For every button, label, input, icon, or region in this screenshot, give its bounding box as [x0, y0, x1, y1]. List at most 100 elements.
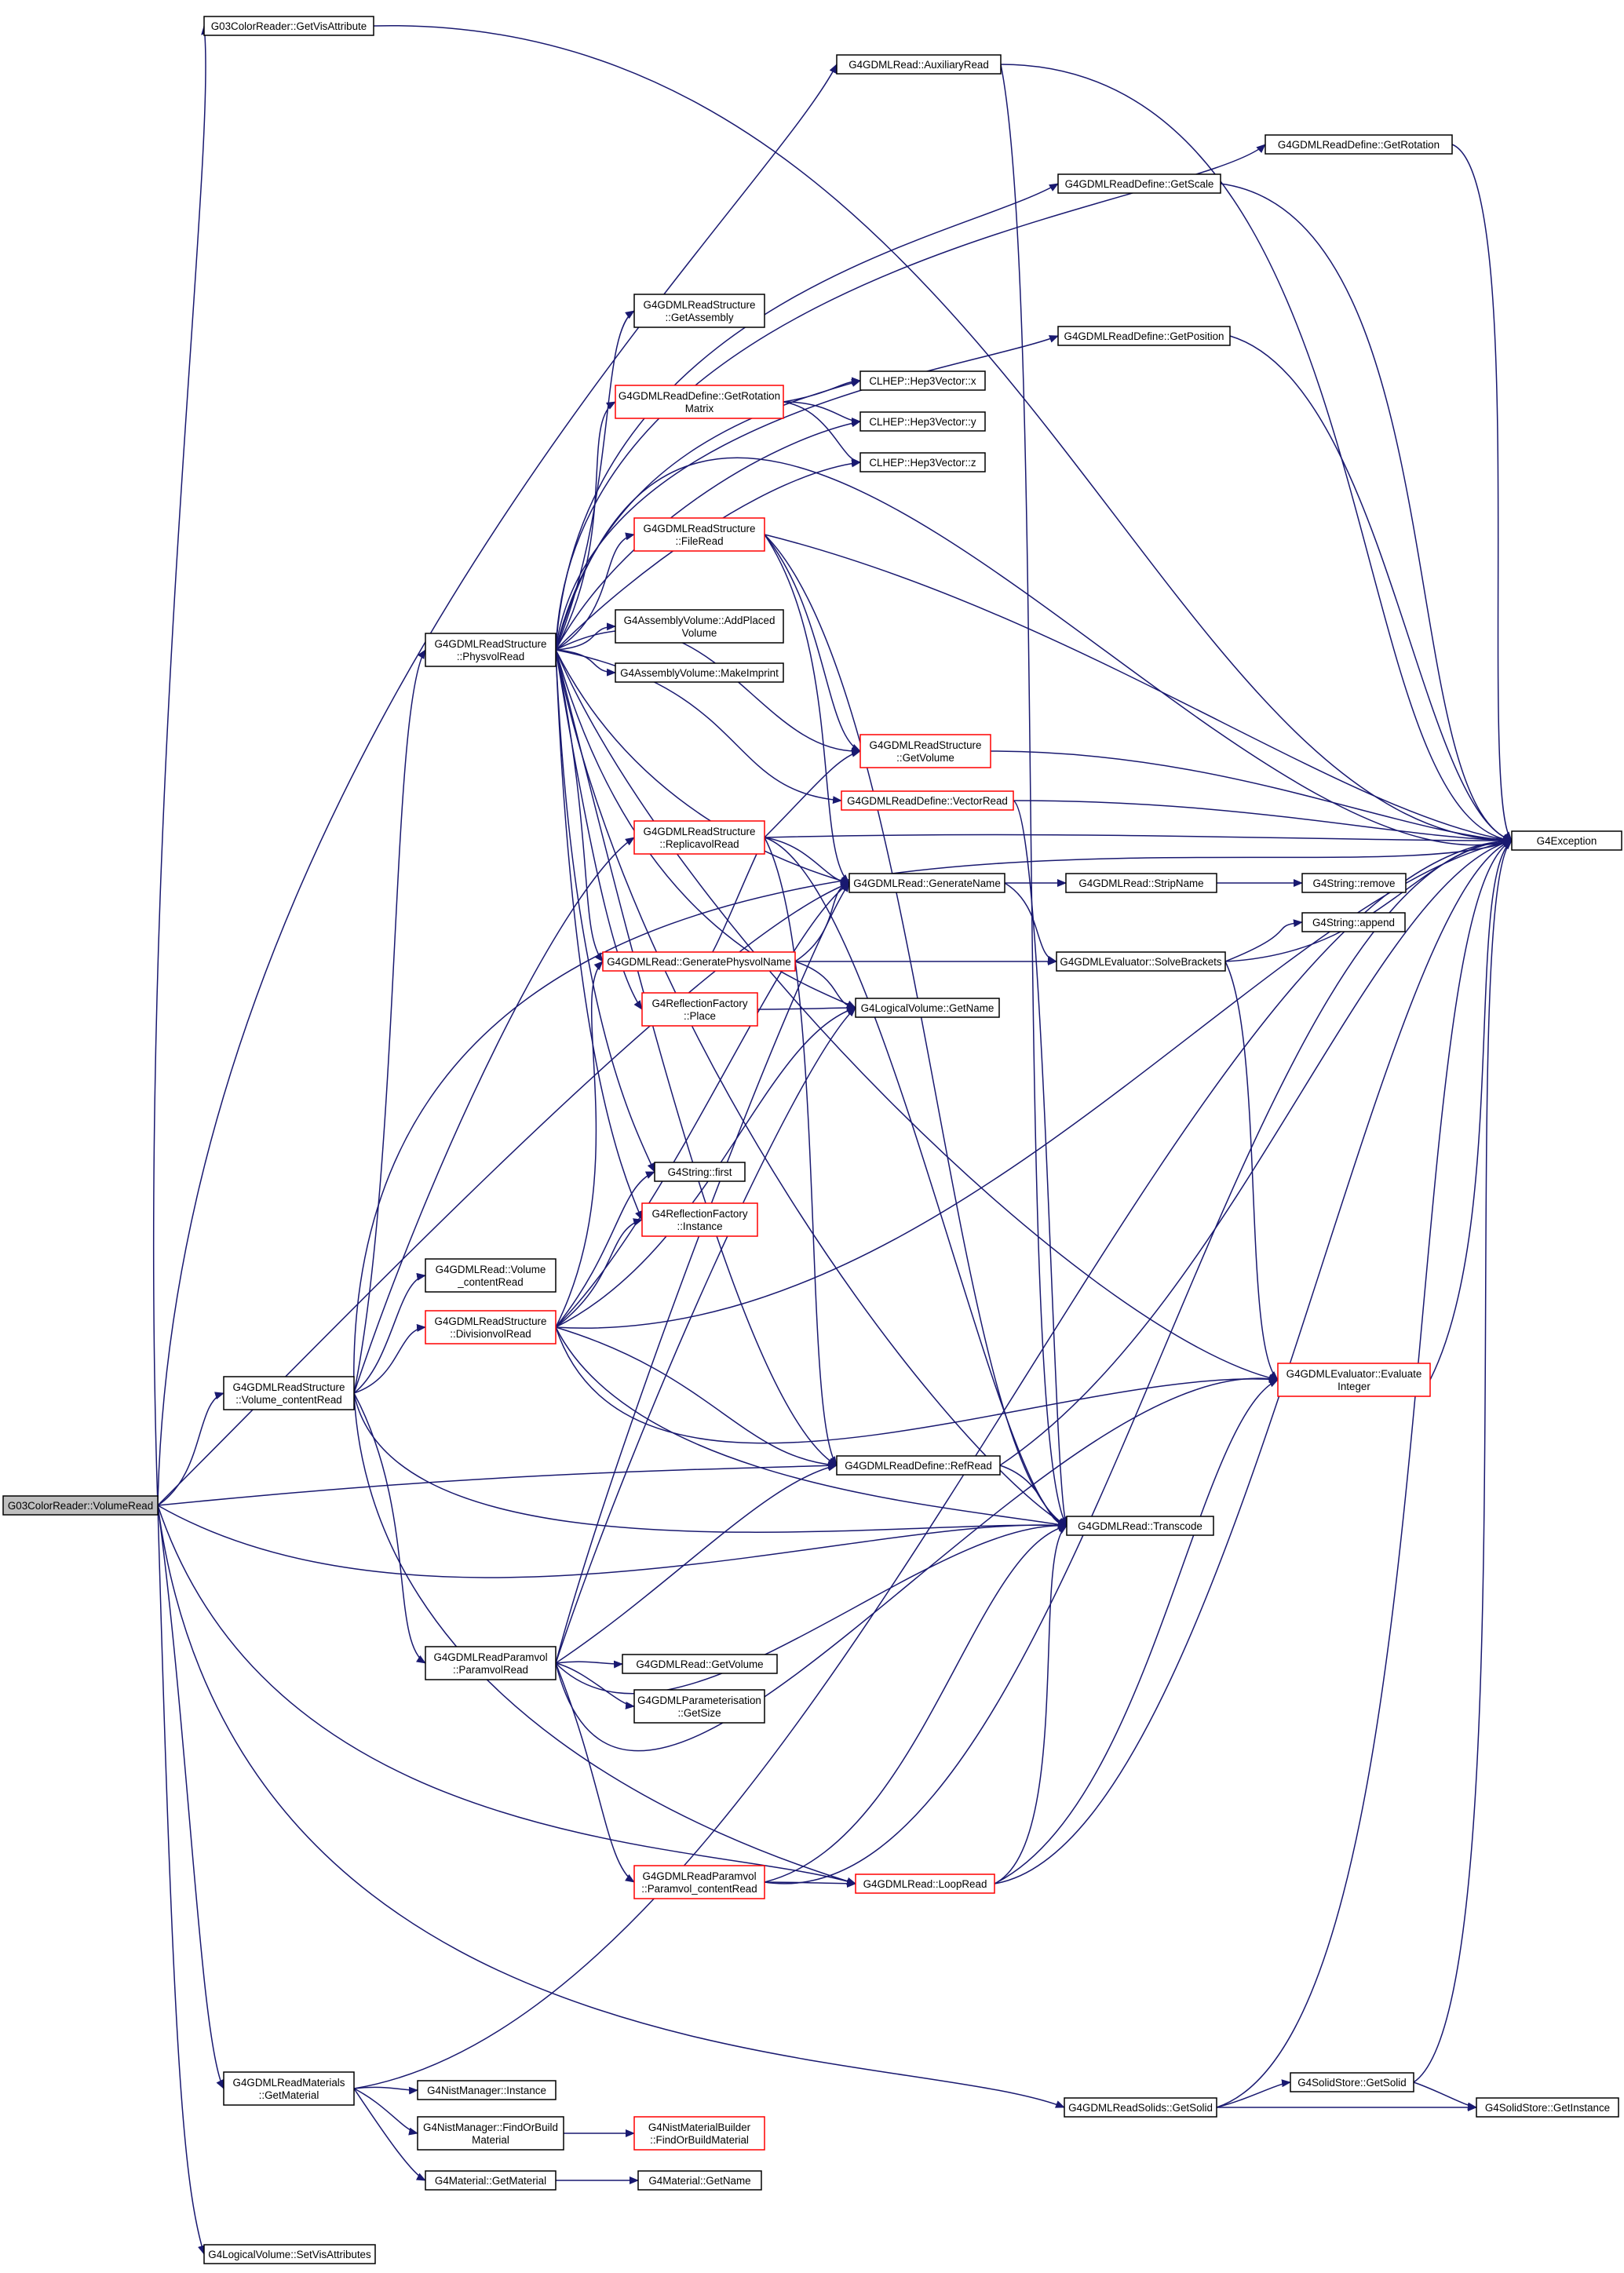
call-edge: [157, 1505, 1067, 1578]
call-edge: [1000, 64, 1067, 1527]
call-edge: [555, 1006, 856, 1328]
node-box: [425, 1258, 557, 1293]
node-reflinstance[interactable]: G4ReflectionFactory::Instance: [641, 1202, 758, 1237]
node-stripname[interactable]: G4GDMLRead::StripName: [1065, 873, 1217, 893]
node-box: [1290, 2072, 1414, 2092]
node-genname[interactable]: G4GDMLRead::GenerateName: [848, 873, 1005, 893]
node-label: G4GDMLReadDefine::GetPosition: [1064, 330, 1224, 342]
call-edge: [353, 1392, 856, 1885]
node-label: G4NistMaterialBuilder: [648, 2122, 751, 2133]
node-lvgetname[interactable]: G4LogicalVolume::GetName: [855, 998, 1000, 1018]
node-label: G4NistManager::Instance: [427, 2085, 546, 2096]
node-label: Volume: [682, 627, 717, 639]
node-auxread[interactable]: G4GDMLRead::AuxiliaryRead: [836, 54, 1002, 75]
node-strremove[interactable]: G4String::remove: [1301, 873, 1407, 893]
node-g4exception[interactable]: G4Exception: [1511, 830, 1622, 851]
call-edge: [555, 649, 655, 1173]
call-edge: [764, 837, 1513, 1884]
node-label: ::FileRead: [675, 535, 723, 547]
call-edge: [794, 881, 850, 962]
node-box: [417, 2080, 557, 2100]
node-nistbuilder[interactable]: G4NistMaterialBuilder::FindOrBuildMateri…: [633, 2116, 765, 2151]
node-label: G4NistManager::FindOrBuild: [423, 2122, 558, 2133]
node-box: [641, 1202, 758, 1237]
node-paramcontent[interactable]: G4GDMLReadParamvol::Paramvol_contentRead: [633, 1865, 765, 1899]
node-refread[interactable]: G4GDMLReadDefine::RefRead: [836, 1455, 1001, 1476]
node-matgetname[interactable]: G4Material::GetName: [637, 2170, 762, 2191]
node-hepy[interactable]: CLHEP::Hep3Vector::y: [859, 411, 986, 432]
node-setvisattr[interactable]: G4LogicalVolume::SetVisAttributes: [203, 2244, 376, 2264]
node-label: G4GDMLReadStructure: [435, 1315, 547, 1327]
call-edge: [1413, 840, 1513, 2083]
node-ssinstance[interactable]: G4SolidStore::GetInstance: [1476, 2097, 1619, 2118]
call-edge: [764, 534, 850, 884]
node-box: [223, 2071, 355, 2106]
call-edge: [555, 310, 635, 651]
node-label: ::FindOrBuildMaterial: [650, 2134, 749, 2146]
node-getposition[interactable]: G4GDMLReadDefine::GetPosition: [1057, 326, 1231, 346]
node-box: [855, 1873, 995, 1894]
call-edge: [764, 834, 1513, 845]
node-paramvolread[interactable]: G4GDMLReadParamvol::ParamvolRead: [425, 1646, 557, 1680]
call-edge: [555, 1218, 643, 1328]
node-vectorread[interactable]: G4GDMLReadDefine::VectorRead: [841, 790, 1014, 811]
node-getscale[interactable]: G4GDMLReadDefine::GetScale: [1057, 173, 1221, 194]
call-edge: [764, 534, 1067, 1527]
node-box: [859, 411, 986, 432]
node-root[interactable]: G03ColorReader::VolumeRead: [2, 1495, 159, 1516]
node-getsolid[interactable]: G4GDMLReadSolids::GetSolid: [1064, 2097, 1217, 2118]
call-edge: [555, 1326, 1067, 1529]
node-strfirst[interactable]: G4String::first: [654, 1162, 746, 1182]
node-label: G4ReflectionFactory: [651, 1208, 747, 1220]
node-nistinstance[interactable]: G4NistManager::Instance: [417, 2080, 557, 2100]
node-getmaterial[interactable]: G4GDMLReadMaterials::GetMaterial: [223, 2071, 355, 2106]
node-label: G4SolidStore::GetInstance: [1485, 2102, 1610, 2114]
node-label: G4GDMLReadStructure: [644, 826, 756, 837]
call-edge: [353, 1392, 1067, 1533]
call-edge: [1224, 961, 1279, 1381]
node-label: G4ReflectionFactory: [651, 998, 747, 1009]
node-strappend[interactable]: G4String::append: [1301, 912, 1406, 932]
node-label: ::Instance: [677, 1220, 722, 1232]
node-matgetmat[interactable]: G4Material::GetMaterial: [425, 2170, 557, 2191]
node-physvolread[interactable]: G4GDMLReadStructure::PhysvolRead: [425, 633, 557, 667]
node-transcode[interactable]: G4GDMLRead::Transcode: [1066, 1516, 1214, 1536]
node-label: G4GDMLRead::Volume: [436, 1264, 546, 1275]
node-getvisattr[interactable]: G03ColorReader::GetVisAttribute: [203, 16, 374, 36]
node-hepx[interactable]: CLHEP::Hep3Vector::x: [859, 370, 986, 391]
node-divisionvol[interactable]: G4GDMLReadStructure::DivisionvolRead: [425, 1310, 557, 1344]
call-edge: [555, 457, 1513, 847]
node-volcontent[interactable]: G4GDMLRead::Volume_contentRead: [425, 1258, 557, 1293]
node-paramgetsize[interactable]: G4GDMLParameterisation::GetSize: [633, 1689, 765, 1724]
call-edge: [555, 649, 850, 885]
node-genphysvol[interactable]: G4GDMLRead::GeneratePhysvolName: [602, 951, 796, 972]
node-loopread[interactable]: G4GDMLRead::LoopRead: [855, 1873, 995, 1894]
node-nistfind[interactable]: G4NistManager::FindOrBuildMaterial: [417, 2116, 564, 2151]
node-makeimprint[interactable]: G4AssemblyVolume::MakeImprint: [615, 662, 784, 683]
call-edge: [555, 1326, 1279, 1444]
node-fileread[interactable]: G4GDMLReadStructure::FileRead: [633, 517, 765, 552]
node-label: G03ColorReader::GetVisAttribute: [211, 20, 367, 32]
call-edge: [555, 882, 850, 1328]
call-edge: [157, 1505, 1065, 2108]
node-solvebrackets[interactable]: G4GDMLEvaluator::SolveBrackets: [1056, 951, 1226, 972]
call-edge: [555, 1662, 635, 1883]
node-getvolume_s[interactable]: G4GDMLReadStructure::GetVolume: [859, 734, 991, 768]
node-volcontent_s[interactable]: G4GDMLReadStructure::Volume_contentRead: [223, 1376, 355, 1410]
node-box: [633, 294, 765, 328]
node-reflplace[interactable]: G4ReflectionFactory::Place: [641, 992, 758, 1027]
node-box: [602, 951, 796, 972]
node-getrotation[interactable]: G4GDMLReadDefine::GetRotation: [1265, 134, 1453, 155]
node-replicavol[interactable]: G4GDMLReadStructure::ReplicavolRead: [633, 820, 765, 855]
node-getvolume_r[interactable]: G4GDMLRead::GetVolume: [622, 1654, 778, 1674]
node-hepz[interactable]: CLHEP::Hep3Vector::z: [859, 452, 986, 472]
node-label: G4GDMLReadStructure: [644, 299, 756, 311]
node-label: CLHEP::Hep3Vector::y: [869, 416, 976, 428]
node-ssgetsolid[interactable]: G4SolidStore::GetSolid: [1290, 2072, 1414, 2092]
node-getassembly[interactable]: G4GDMLReadStructure::GetAssembly: [633, 294, 765, 328]
node-label: G4GDMLReadStructure: [233, 1381, 345, 1393]
